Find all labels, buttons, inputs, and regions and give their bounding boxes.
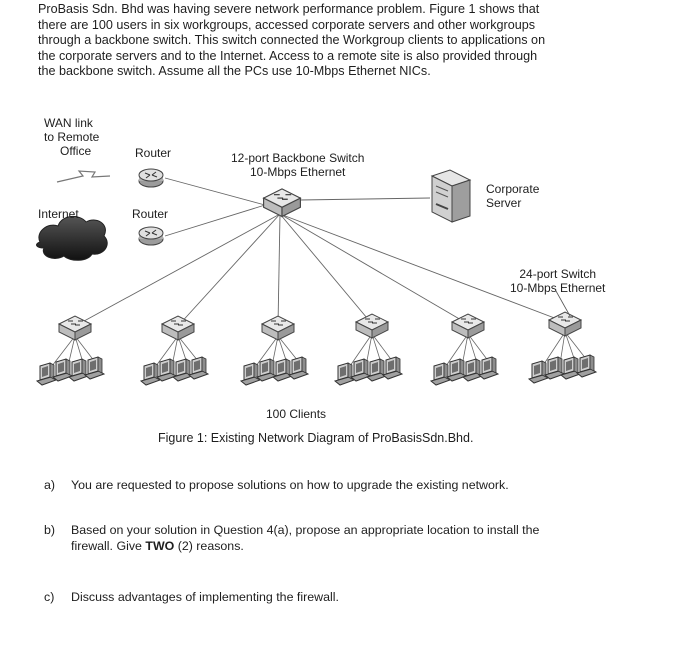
- switch-24-label: 24-port Switch 10-Mbps Ethernet: [510, 267, 606, 295]
- wan-link-label: WAN link to Remote Office: [44, 116, 100, 158]
- question-text: You are requested to propose solutions o…: [71, 478, 509, 492]
- question-text: Based on your solution in Question 4(a),…: [71, 523, 540, 537]
- backbone-switch-label: 12-port Backbone Switch 10-Mbps Ethernet: [231, 151, 365, 179]
- workgroup-2: [140, 315, 209, 386]
- question-letter: c): [44, 590, 55, 604]
- intro-line: through a backbone switch. This switch c…: [38, 33, 546, 47]
- workgroup-5: [430, 313, 499, 386]
- internet-label: Internet: [38, 207, 79, 221]
- clients-label: 100 Clients: [266, 407, 327, 421]
- intro-line: the corporate servers and to the Interne…: [38, 48, 538, 63]
- corporate-server-label: Corporate Server: [486, 182, 540, 210]
- question-text-line2: firewall. Give TWO (2) reasons.: [71, 539, 244, 553]
- router-bottom-label: Router: [132, 207, 169, 221]
- intro-line: the backbone switch. Assume all the PCs …: [38, 64, 431, 78]
- question-text: Discuss advantages of implementing the f…: [71, 590, 339, 604]
- intro-line: there are 100 users in six workgroups, a…: [38, 17, 535, 32]
- intro-paragraph: ProBasis Sdn. Bhd was having severe netw…: [38, 2, 628, 80]
- workgroup-1: [36, 315, 105, 386]
- workgroup-6: [528, 311, 597, 384]
- question-letter: a): [44, 478, 56, 492]
- router-top-label: Router: [135, 146, 172, 160]
- figure-caption: Figure 1: Existing Network Diagram of Pr…: [158, 431, 474, 445]
- corporate-server-icon: [430, 169, 472, 223]
- workgroup-3: [240, 315, 309, 386]
- intro-line: ProBasis Sdn. Bhd was having severe netw…: [38, 2, 540, 16]
- question-letter: b): [44, 523, 56, 537]
- workgroup-4: [334, 313, 403, 386]
